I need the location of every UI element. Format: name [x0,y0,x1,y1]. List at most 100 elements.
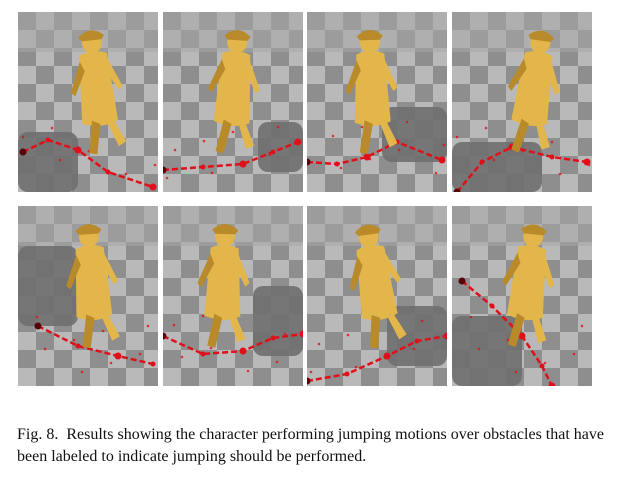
obstacle [387,306,447,366]
figure-panel-r2c4 [452,206,592,386]
figure-panel-r2c1 [18,206,158,386]
panel-image [163,12,303,192]
sample-dot [405,120,409,124]
character-arm-left [507,58,527,92]
panel-image [18,12,158,192]
trajectory-point [200,351,206,357]
sample-dot [124,172,128,176]
trajectory-point [438,156,446,164]
character-leg-left [507,313,525,348]
character-arm-left [349,256,363,292]
character-hat [520,224,547,236]
trajectory-point [75,343,81,349]
character-arm-right [234,254,250,287]
character-arm-right [100,253,118,285]
trajectory-point [307,377,311,385]
sample-dot [21,135,25,139]
sample-dot [346,333,350,337]
sample-dot [153,163,157,167]
trajectory-point [334,161,340,167]
character-leg-right [378,117,398,148]
sample-dot [558,172,562,176]
sample-dot [80,370,84,374]
trajectory-point [150,361,156,367]
character [345,30,398,155]
sample-dot [484,126,488,130]
sample-dot [201,314,205,318]
obstacle [18,246,78,326]
sample-dot [309,370,313,374]
sample-dot [587,163,591,167]
trajectory-point [414,338,420,344]
trajectory-point [443,332,447,340]
panel-image [452,12,592,192]
sample-dot [146,324,150,328]
character-arm-left [197,253,215,288]
sample-dot [360,125,364,129]
sample-dot [469,315,473,319]
caption-text: Results showing the character performing… [17,426,604,465]
sample-dot [506,338,510,342]
sample-dot [165,176,169,180]
obstacle [452,316,522,386]
figure-panel-r2c3 [307,206,447,386]
trajectory-point [453,188,461,192]
character-leg-right [228,312,246,343]
character-hat [75,224,102,235]
background-haze [452,206,592,246]
character-arm-left [502,252,521,286]
sample-dot [210,171,214,175]
sample-dot [275,360,279,364]
trajectory-line [37,324,154,366]
character [207,30,260,154]
character-leg-right [531,313,547,344]
character-leg-right [237,118,255,150]
character-hat [224,30,251,41]
trajectory-point [548,382,556,386]
character [349,224,407,349]
trajectory-point [163,332,167,340]
figure-panel-r1c3 [307,12,447,192]
panel-image [307,12,447,192]
figure-panel-r1c1 [18,12,158,192]
figure [18,12,592,386]
sample-dot [521,149,525,153]
background-haze [452,12,592,52]
trajectory-point [539,363,545,369]
sample-dot [239,162,243,166]
character-leg-right [385,310,407,340]
sample-dot [572,352,576,356]
character-leg-right [535,119,550,150]
character-arm-left [207,59,226,93]
character-arm-right [546,62,560,96]
sample-dot [339,166,343,170]
trajectory-point [200,164,206,170]
trajectory-point [114,352,122,360]
figure-panel-r2c2 [163,206,303,386]
character-leg-left [82,314,95,349]
sample-dot [43,347,47,351]
sample-dot [368,157,372,161]
trajectory-point [149,183,157,191]
sample-dot [514,370,518,374]
sample-dot [202,139,206,143]
sample-dot [58,158,62,162]
sample-dot [543,361,547,365]
obstacle [253,286,303,356]
character-hat [212,224,239,235]
trajectory-line [307,140,443,166]
sample-dot [442,143,446,147]
panel-image [18,206,158,386]
trajectory-point [549,154,555,160]
sample-dot [492,158,496,162]
character-leg-left [511,118,529,153]
trajectory-point [479,159,485,165]
sample-dot [109,361,113,365]
character [502,224,555,348]
obstacle [382,107,447,162]
character-arm-left [66,255,81,290]
sample-dot [383,356,387,360]
character-leg-right [105,116,127,147]
obstacle [452,142,542,192]
character-arm-right [380,59,398,92]
